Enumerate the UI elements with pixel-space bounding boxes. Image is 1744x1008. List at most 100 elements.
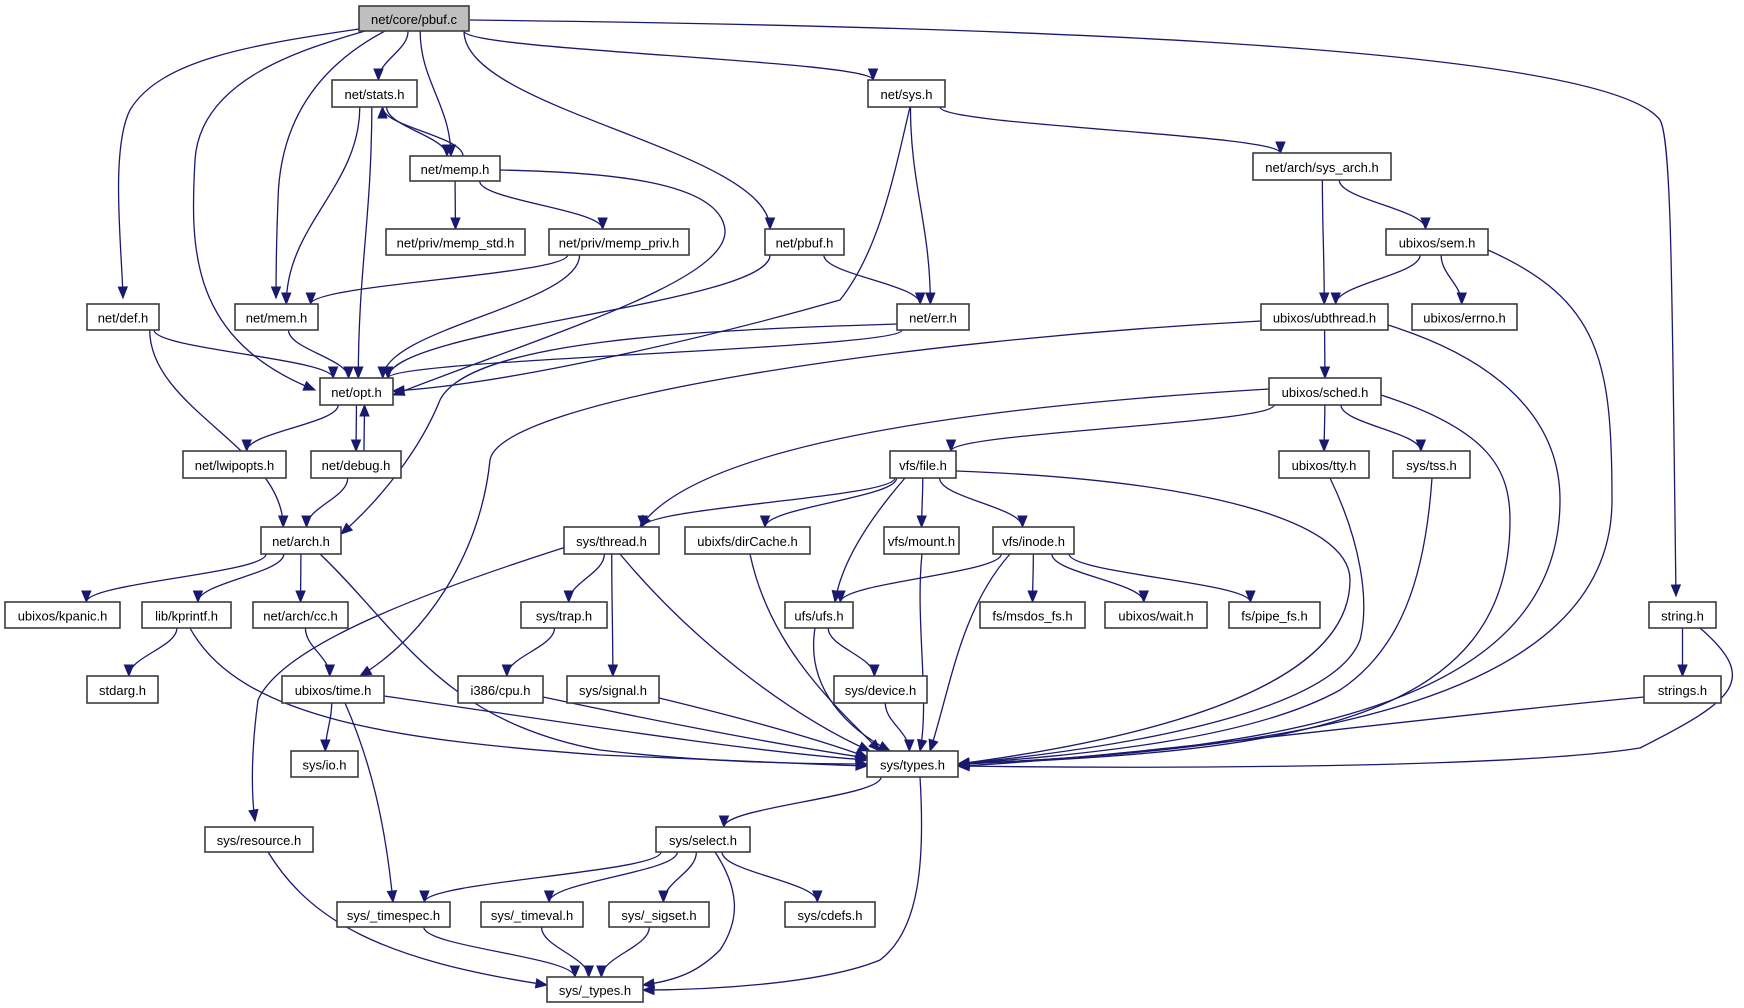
- node-io[interactable]: sys/io.h: [290, 750, 359, 778]
- node-mem[interactable]: net/mem.h: [234, 303, 319, 331]
- node-box: [1385, 228, 1489, 256]
- node-thread[interactable]: sys/thread.h: [563, 526, 660, 555]
- node-box: [409, 155, 501, 182]
- node-sched[interactable]: ubixos/sched.h: [1268, 377, 1382, 406]
- node-box: [204, 826, 314, 853]
- node-pbuf-c[interactable]: net/core/pbuf.c: [358, 5, 470, 32]
- node-label: ubixos/wait.h: [1118, 609, 1193, 624]
- node-trap[interactable]: sys/trap.h: [520, 601, 608, 629]
- arrowhead-sched-to-tss: [1415, 439, 1427, 453]
- arrowhead-inode-to-pipe: [1245, 590, 1256, 604]
- edge-resource-to-_types: [267, 851, 548, 986]
- node-ufs[interactable]: ufs/ufs.h: [784, 601, 854, 629]
- node-sigset[interactable]: sys/_sigset.h: [608, 901, 710, 928]
- node-msdos[interactable]: fs/msdos_fs.h: [979, 601, 1086, 629]
- edge-pbuf_c-to-pbuf_h: [463, 30, 771, 230]
- node-pbuf-h[interactable]: net/pbuf.h: [764, 228, 845, 256]
- edge-thread-to-types: [619, 553, 871, 752]
- arrowhead-trap-to-cpu: [501, 664, 513, 678]
- arrowhead-pbuf_c-to-def: [117, 286, 129, 300]
- node-label: ubixos/sched.h: [1282, 385, 1369, 400]
- node-box: [889, 450, 957, 479]
- node-cdefs[interactable]: sys/cdefs.h: [784, 901, 876, 928]
- node-strings[interactable]: strings.h: [1643, 675, 1722, 704]
- node-wait[interactable]: ubixos/wait.h: [1104, 601, 1208, 629]
- node-label: net/priv/memp_std.h: [397, 236, 515, 251]
- node-label: net/debug.h: [322, 458, 391, 473]
- node-stdarg[interactable]: stdarg.h: [86, 675, 159, 704]
- node-inode[interactable]: vfs/inode.h: [992, 526, 1075, 555]
- node-lwipopts[interactable]: net/lwipopts.h: [182, 450, 287, 479]
- edge-inode-to-pipe: [1068, 553, 1252, 603]
- arrowhead-stats-to-mem: [281, 292, 292, 306]
- node-box: [1392, 450, 1471, 479]
- node-timespec[interactable]: sys/_timespec.h: [336, 901, 451, 928]
- node-debug[interactable]: net/debug.h: [310, 450, 402, 479]
- node-memp-priv[interactable]: net/priv/memp_priv.h: [548, 228, 690, 256]
- arrowhead-inode-to-wait: [1138, 590, 1149, 604]
- arrowhead-debug-to-opt: [359, 403, 370, 417]
- node-box: [764, 228, 845, 256]
- node-label: sys/signal.h: [579, 683, 647, 698]
- node-sys-arch[interactable]: net/arch/sys_arch.h: [1252, 152, 1392, 181]
- node-box: [319, 377, 394, 406]
- edge-memp-to-memp_priv: [478, 180, 604, 230]
- node-tty[interactable]: ubixos/tty.h: [1278, 450, 1370, 479]
- node-label: sys/select.h: [669, 833, 737, 848]
- node-box: [684, 526, 811, 555]
- node-signal[interactable]: sys/signal.h: [566, 675, 660, 704]
- node--types[interactable]: sys/_types.h: [546, 976, 644, 1003]
- node-err[interactable]: net/err.h: [896, 303, 970, 331]
- node-cpu[interactable]: i386/cpu.h: [457, 675, 544, 704]
- edge-stats-to-mem: [285, 106, 361, 305]
- node-stats[interactable]: net/stats.h: [331, 79, 418, 108]
- node-timeval[interactable]: sys/_timeval.h: [480, 901, 584, 928]
- arrowhead-strings-to-types: [956, 760, 970, 771]
- node-device[interactable]: sys/device.h: [833, 675, 928, 704]
- arrowhead-inode-to-types: [928, 738, 939, 753]
- node-resource[interactable]: sys/resource.h: [204, 826, 314, 853]
- node-kprintf[interactable]: lib/kprintf.h: [141, 601, 232, 629]
- node-opt[interactable]: net/opt.h: [319, 377, 394, 406]
- node-arch[interactable]: net/arch.h: [260, 526, 342, 555]
- node-ubthread[interactable]: ubixos/ubthread.h: [1260, 303, 1389, 331]
- arrowhead-ufs-to-device: [869, 664, 880, 678]
- node-box: [784, 601, 854, 629]
- node-pipe[interactable]: fs/pipe_fs.h: [1228, 601, 1321, 629]
- arrowhead-select-to-timespec: [419, 890, 430, 904]
- node-cc[interactable]: net/arch/cc.h: [252, 601, 349, 629]
- edge-thread-to-resource: [251, 546, 567, 822]
- arrowhead-arch-to-kpanic: [81, 590, 92, 604]
- node-def[interactable]: net/def.h: [86, 303, 160, 331]
- node-box: [1643, 675, 1722, 704]
- edge-ubthread-to-time: [359, 320, 1262, 677]
- edge-sys_arch-to-sem: [1338, 179, 1427, 230]
- node-memp[interactable]: net/memp.h: [409, 155, 501, 182]
- node-file[interactable]: vfs/file.h: [889, 450, 957, 479]
- arrowhead-select-to-timeval: [543, 890, 555, 904]
- node-tss[interactable]: sys/tss.h: [1392, 450, 1471, 479]
- node-dircache[interactable]: ubixfs/dirCache.h: [684, 526, 811, 555]
- edge-sched-to-tss: [1340, 404, 1422, 452]
- arrowhead-ubthread-to-sched: [1319, 366, 1331, 380]
- node-select[interactable]: sys/select.h: [655, 826, 751, 853]
- node-time[interactable]: ubixos/time.h: [281, 675, 385, 704]
- node-kpanic[interactable]: ubixos/kpanic.h: [4, 601, 121, 629]
- node-string[interactable]: string.h: [1648, 601, 1717, 629]
- node-sem[interactable]: ubixos/sem.h: [1385, 228, 1489, 256]
- node-label: lib/kprintf.h: [155, 609, 218, 624]
- node-memp-std[interactable]: net/priv/memp_std.h: [385, 228, 526, 256]
- arrowhead-thread-to-signal: [607, 664, 619, 678]
- node-mount[interactable]: vfs/mount.h: [883, 526, 960, 555]
- edge-stats-to-opt: [357, 106, 373, 379]
- arrowhead-memp-to-stats: [377, 105, 388, 119]
- node-sys[interactable]: net/sys.h: [867, 79, 946, 108]
- node-types[interactable]: sys/types.h: [866, 750, 959, 778]
- arrowhead-types-to-select: [718, 815, 730, 829]
- node-label: sys/_types.h: [559, 983, 631, 998]
- edge-pbuf_h-to-err: [823, 254, 921, 305]
- node-errno[interactable]: ubixos/errno.h: [1411, 303, 1518, 331]
- arrowhead-ubthread-to-time: [358, 665, 373, 677]
- node-box: [281, 675, 385, 704]
